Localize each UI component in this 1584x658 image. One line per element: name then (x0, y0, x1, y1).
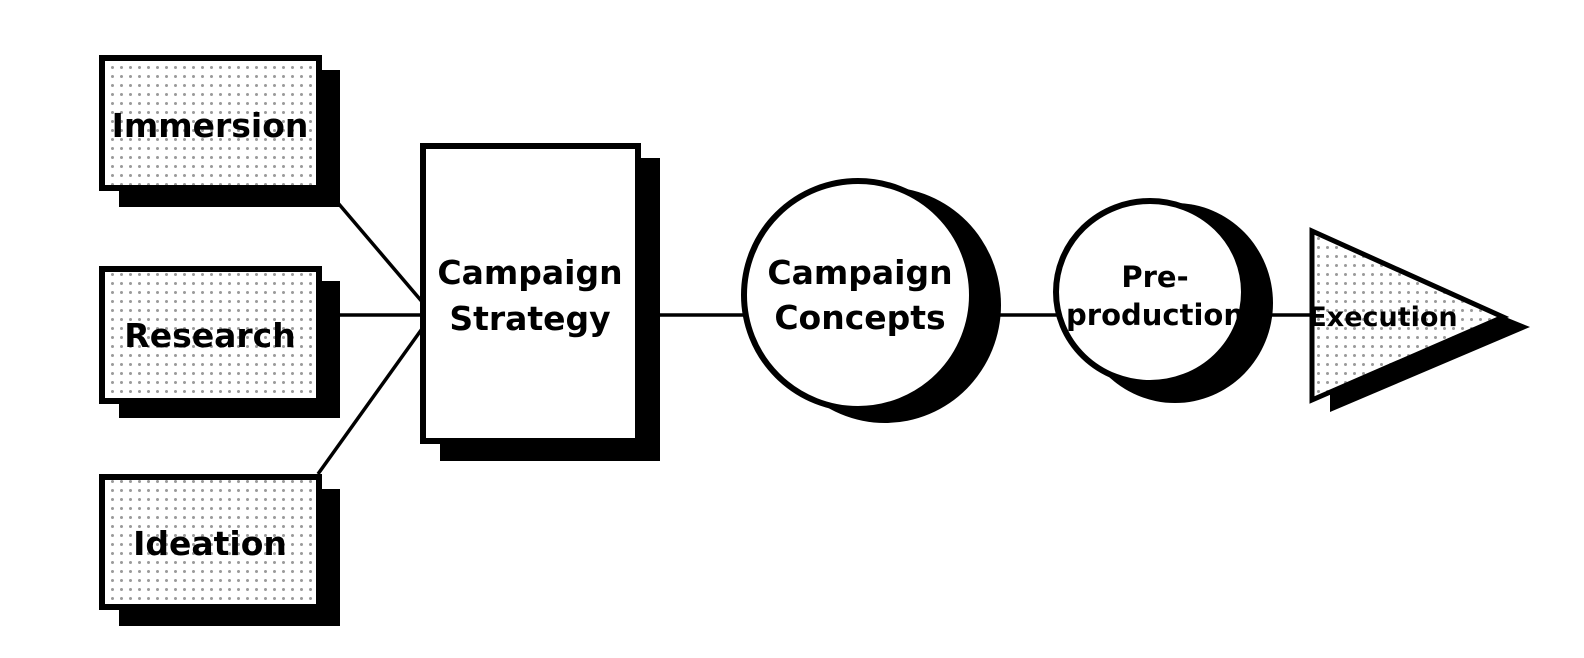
connector-immersion-strategy (336, 201, 426, 306)
stage-body (420, 143, 641, 444)
input-box-research: Research (99, 266, 340, 418)
box-body (99, 266, 322, 404)
input-label-immersion: Immersion (112, 106, 309, 145)
stage-label-preproduction-line2: production (1066, 298, 1244, 332)
input-label-research: Research (124, 316, 295, 355)
stage-execution: Execution (1308, 227, 1530, 412)
stage-body (1053, 198, 1247, 386)
stage-label-concepts-line2: Concepts (774, 298, 945, 337)
stage-body (1309, 227, 1510, 404)
stage-body (741, 178, 975, 412)
stage-label-concepts-line1: Campaign (767, 253, 952, 292)
stage-label-execution: Execution (1308, 302, 1457, 333)
input-box-ideation: Ideation (99, 474, 340, 626)
stage-label-preproduction-line1: Pre- (1121, 260, 1188, 294)
input-label-ideation: Ideation (133, 524, 287, 563)
connector-lines (316, 201, 1314, 476)
stage-pre-production: Pre- production (1053, 198, 1273, 403)
connector-ideation-strategy (316, 324, 426, 476)
box-body (99, 55, 322, 191)
stage-campaign-strategy: Campaign Strategy (420, 143, 660, 461)
stage-campaign-concepts: Campaign Concepts (741, 178, 1001, 423)
input-box-immersion: Immersion (99, 55, 340, 207)
box-body (99, 474, 322, 610)
stage-label-strategy-line2: Strategy (449, 299, 610, 338)
stage-label-strategy-line1: Campaign (437, 253, 622, 292)
